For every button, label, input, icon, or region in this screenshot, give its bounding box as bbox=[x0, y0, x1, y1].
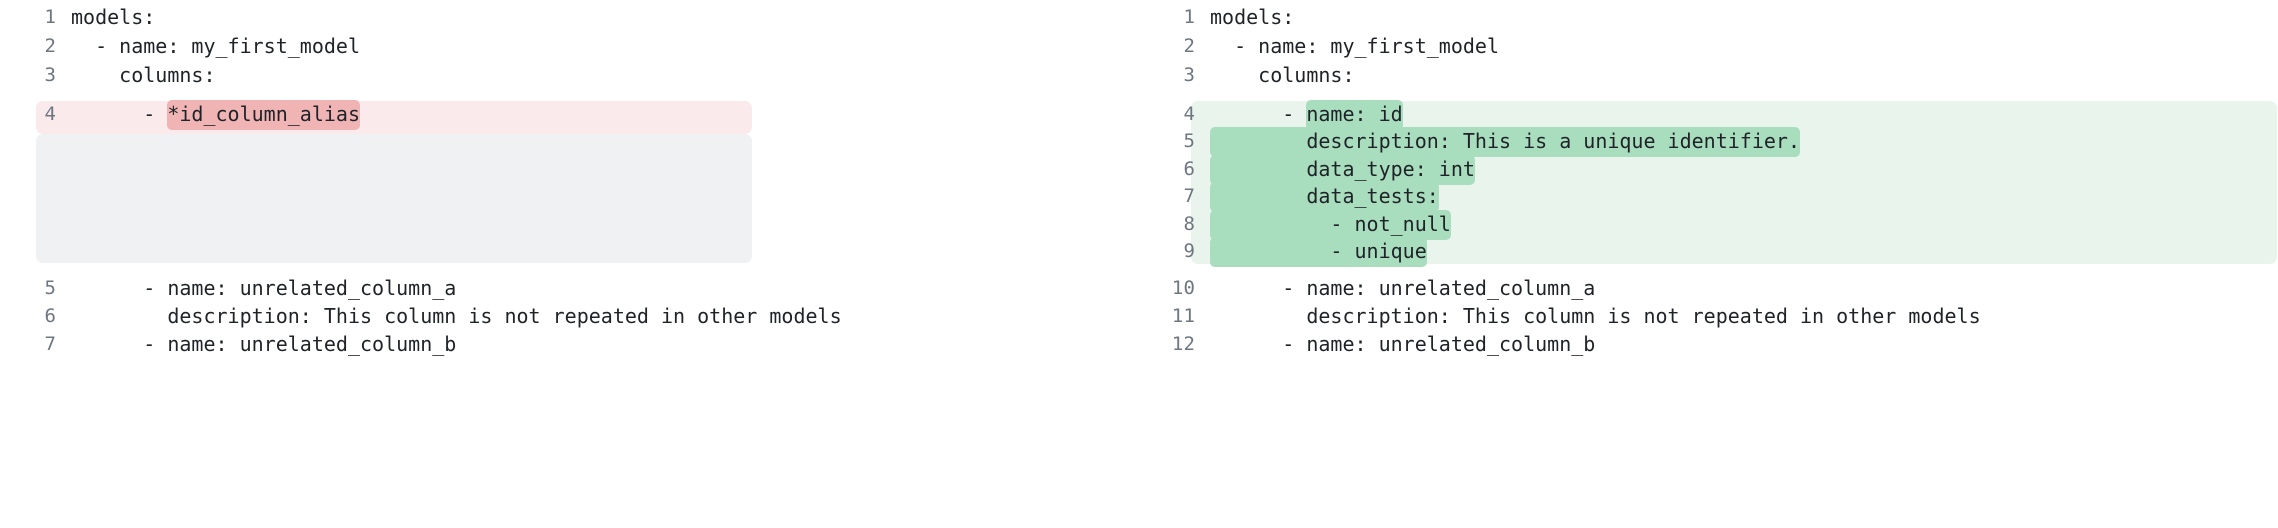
code-line-row-addition[interactable]: 4 - name: id bbox=[1157, 99, 2278, 130]
code-text: data_type: int bbox=[1195, 154, 2278, 185]
line-number: 5 bbox=[44, 277, 56, 299]
placeholder-block-background bbox=[36, 134, 752, 263]
line-number: 2 bbox=[44, 35, 56, 57]
code-text: - name: my_first_model bbox=[1210, 34, 1499, 58]
line-number: 12 bbox=[1171, 333, 1195, 355]
code-text: - name: id bbox=[1195, 99, 2278, 130]
line-number: 4 bbox=[44, 103, 56, 125]
code-text: description: This column is not repeated… bbox=[1210, 304, 1981, 328]
code-text: columns: bbox=[1210, 63, 1355, 87]
code-text: - name: unrelated_column_a bbox=[1210, 276, 1596, 300]
code-line-row[interactable]: 7 - name: unrelated_column_b bbox=[18, 331, 1139, 358]
code-line-row-addition[interactable]: 9 - unique bbox=[1157, 236, 2278, 267]
added-token: - unique bbox=[1210, 236, 1427, 267]
diff-pane-after: 1 models: 2 - name: my_first_model 3 col… bbox=[1139, 0, 2278, 528]
code-text: columns: bbox=[71, 63, 216, 87]
added-token: data_type: int bbox=[1210, 154, 1475, 185]
line-number: 7 bbox=[44, 333, 56, 355]
code-line-row[interactable]: 12 - name: unrelated_column_b bbox=[1157, 331, 2278, 358]
line-number: 6 bbox=[44, 305, 56, 327]
code-line-row-addition[interactable]: 5 description: This is a unique identifi… bbox=[1157, 126, 2278, 157]
code-line-row[interactable]: 10 - name: unrelated_column_a bbox=[1157, 275, 2278, 302]
line-number: 1 bbox=[1183, 6, 1195, 28]
line-number: 9 bbox=[1183, 240, 1195, 262]
code-line-row-addition[interactable]: 8 - not_null bbox=[1157, 209, 2278, 240]
code-line-row[interactable]: 2 - name: my_first_model bbox=[18, 33, 1139, 60]
code-text: - *id_column_alias bbox=[56, 99, 1139, 130]
added-token: name: id bbox=[1306, 99, 1403, 130]
deleted-token: *id_column_alias bbox=[167, 99, 360, 130]
code-line-row[interactable]: 3 columns: bbox=[18, 62, 1139, 89]
line-number: 10 bbox=[1171, 277, 1195, 299]
line-number: 1 bbox=[44, 6, 56, 28]
line-number: 8 bbox=[1183, 213, 1195, 235]
code-text: - name: unrelated_column_a bbox=[71, 276, 457, 300]
code-line-row[interactable]: 2 - name: my_first_model bbox=[1157, 33, 2278, 60]
code-line-row-deletion[interactable]: 4 - *id_column_alias bbox=[18, 99, 1139, 130]
code-line-row[interactable]: 6 description: This column is not repeat… bbox=[18, 303, 1139, 330]
code-line-row[interactable]: 1 models: bbox=[18, 4, 1139, 31]
code-indent: - bbox=[1210, 102, 1307, 126]
added-token: data_tests: bbox=[1210, 181, 1439, 212]
code-text: - unique bbox=[1195, 236, 2278, 267]
code-text: data_tests: bbox=[1195, 181, 2278, 212]
code-indent: - bbox=[71, 102, 168, 126]
added-token: description: This is a unique identifier… bbox=[1210, 126, 1801, 157]
code-line-row[interactable]: 3 columns: bbox=[1157, 62, 2278, 89]
code-line-row[interactable]: 11 description: This column is not repea… bbox=[1157, 303, 2278, 330]
code-line-row[interactable]: 1 models: bbox=[1157, 4, 2278, 31]
diff-pane-before: 1 models: 2 - name: my_first_model 3 col… bbox=[18, 4, 1139, 358]
code-text: - name: unrelated_column_b bbox=[1210, 332, 1596, 356]
code-line-row-addition[interactable]: 7 data_tests: bbox=[1157, 181, 2278, 212]
code-text: - name: my_first_model bbox=[71, 34, 360, 58]
code-text: description: This column is not repeated… bbox=[71, 304, 842, 328]
line-number: 2 bbox=[1183, 35, 1195, 57]
line-number: 6 bbox=[1183, 158, 1195, 180]
line-number: 4 bbox=[1183, 103, 1195, 125]
line-number: 3 bbox=[1183, 64, 1195, 86]
code-text: models: bbox=[71, 5, 156, 29]
added-token: - not_null bbox=[1210, 209, 1451, 240]
line-number: 11 bbox=[1171, 305, 1195, 327]
line-number: 7 bbox=[1183, 185, 1195, 207]
line-number: 5 bbox=[1183, 130, 1195, 152]
code-text: - not_null bbox=[1195, 209, 2278, 240]
code-text: - name: unrelated_column_b bbox=[71, 332, 457, 356]
line-number: 3 bbox=[44, 64, 56, 86]
code-line-row-addition[interactable]: 6 data_type: int bbox=[1157, 154, 2278, 185]
code-text: models: bbox=[1210, 5, 1295, 29]
code-line-row[interactable]: 5 - name: unrelated_column_a bbox=[18, 275, 1139, 302]
deletion-block-background bbox=[36, 101, 752, 134]
code-text: description: This is a unique identifier… bbox=[1195, 126, 2278, 157]
